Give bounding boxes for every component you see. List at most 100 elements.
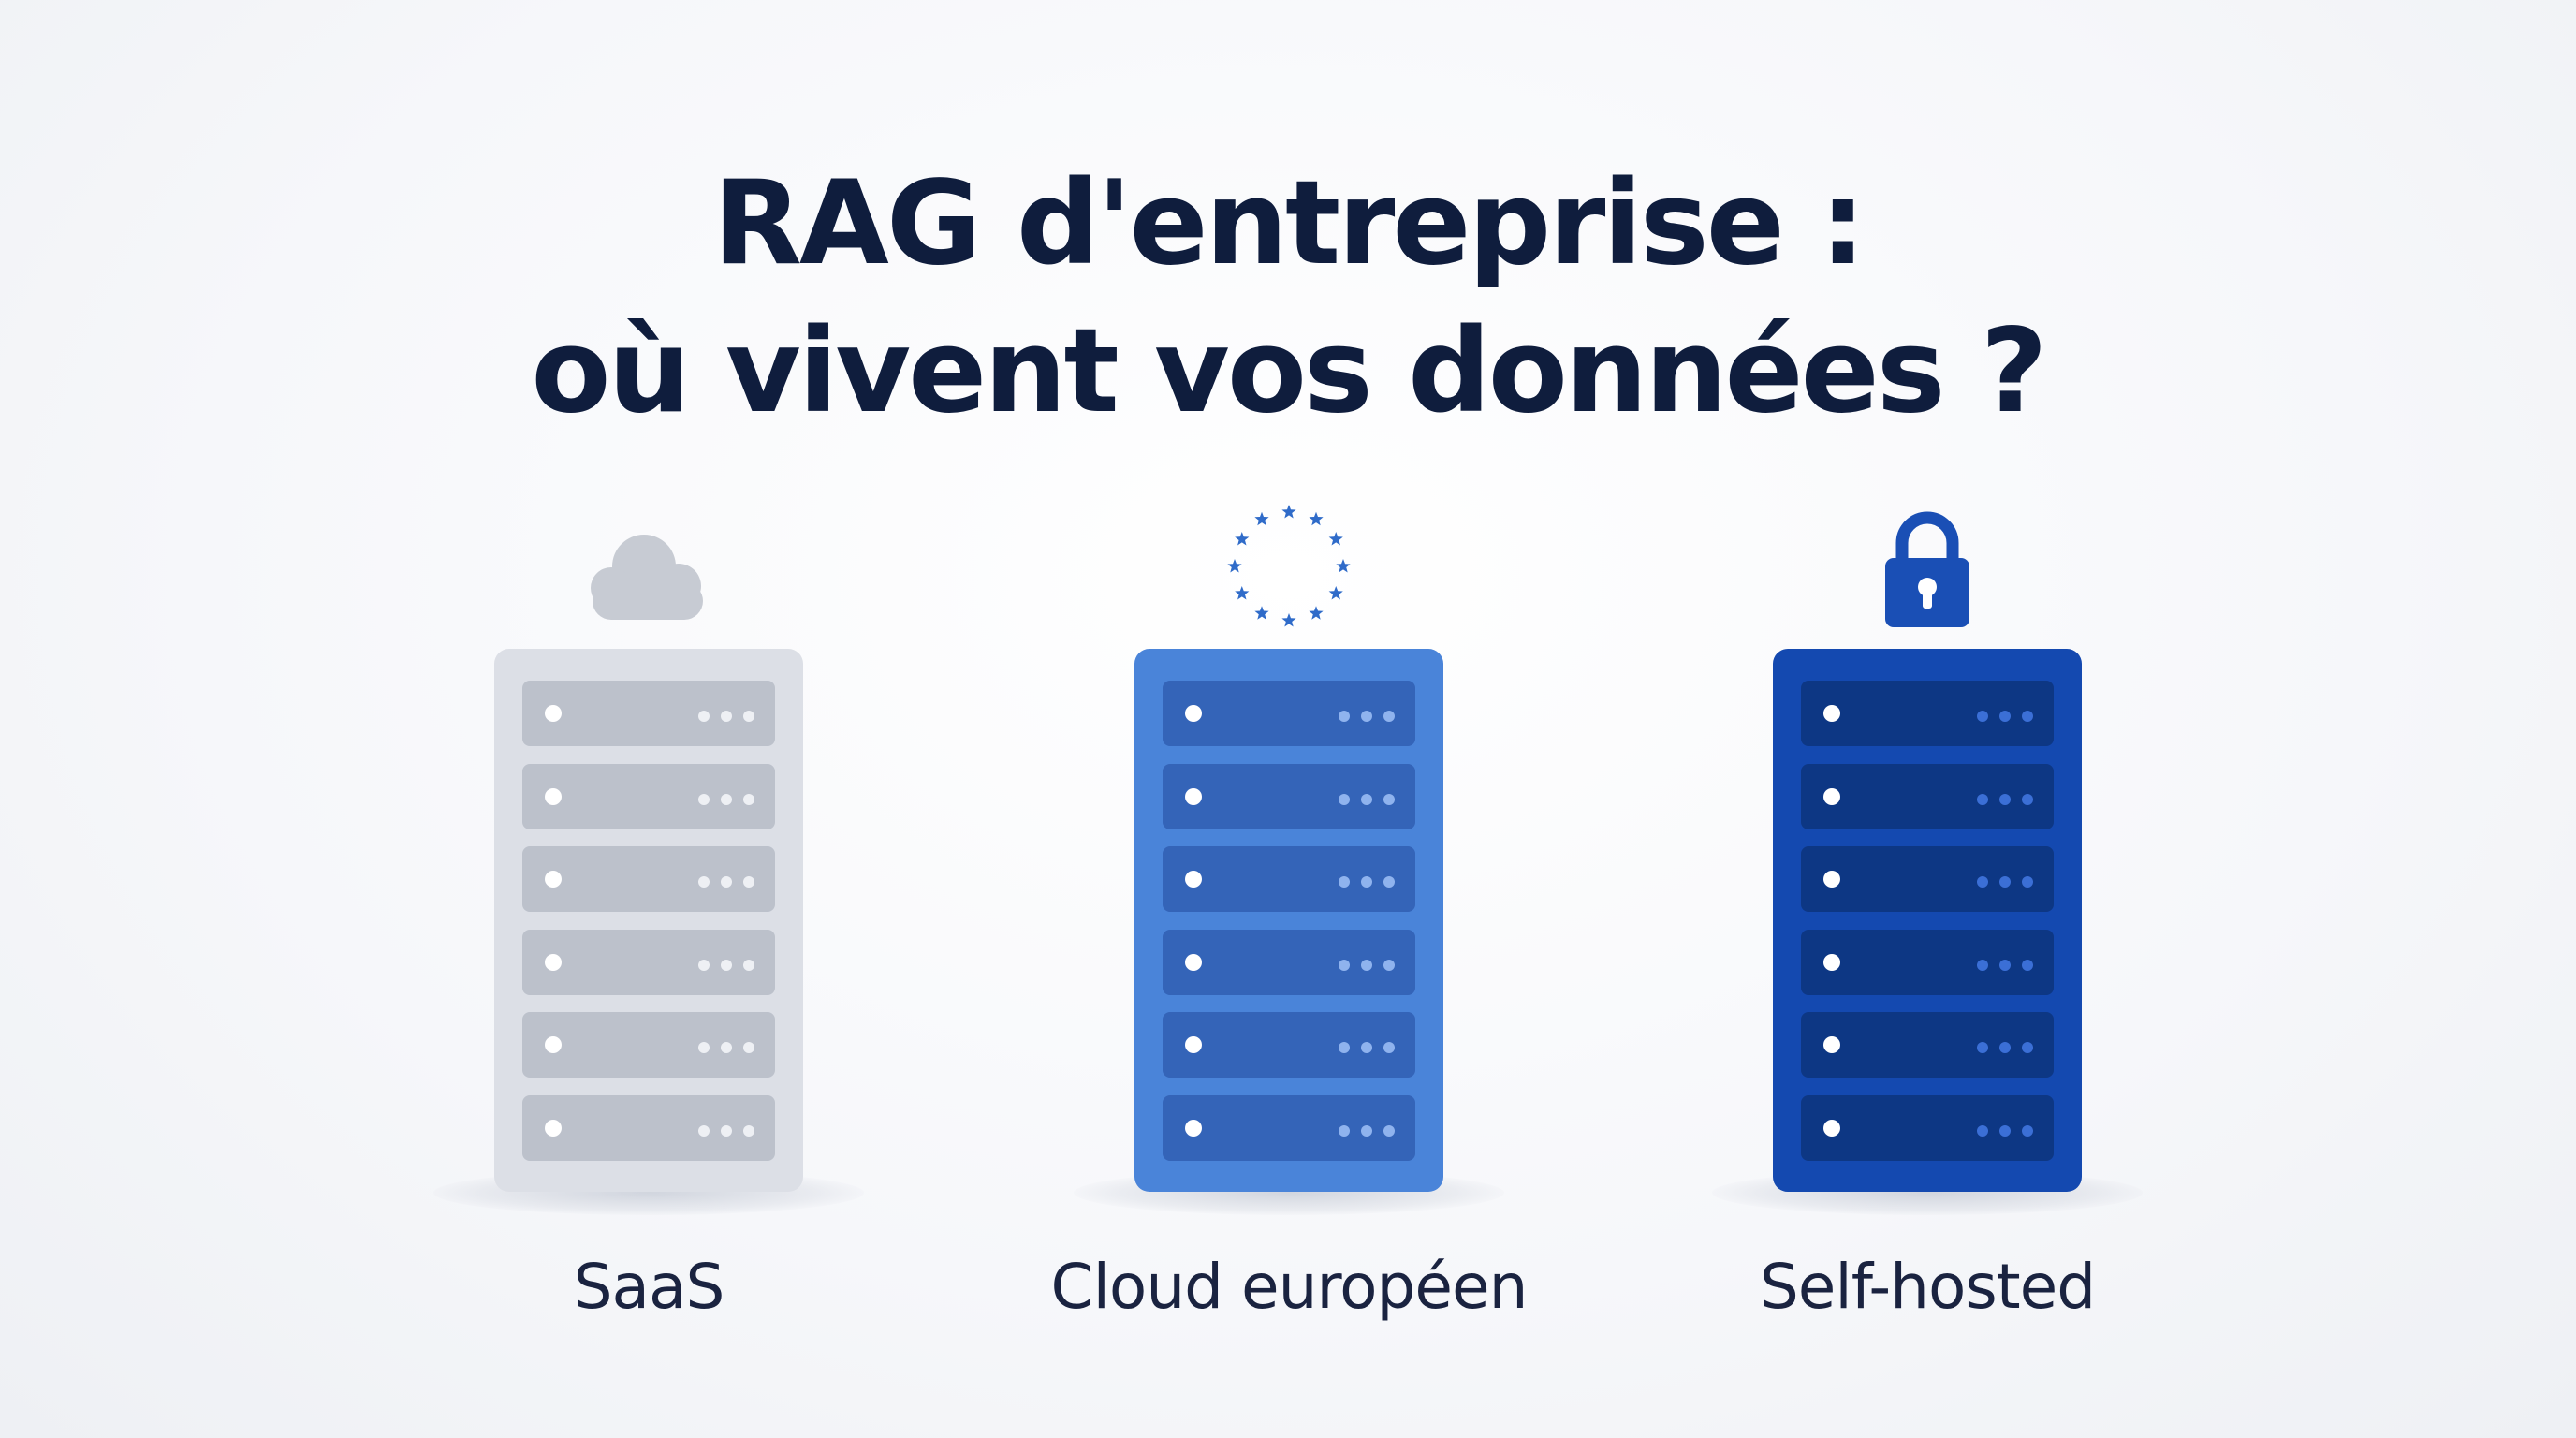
indicator-dot [698,1042,710,1054]
indicator-dots [1327,791,1395,805]
indicator-dot [1383,793,1395,805]
status-led [1823,1120,1840,1137]
status-led [1185,787,1202,805]
indicator-dot [1383,1125,1395,1137]
server-rack-saas [494,649,803,1192]
eu-stars-icon [1027,496,1551,637]
indicator-dot [1361,711,1372,722]
status-led [545,871,562,888]
indicator-dot [1339,959,1350,971]
indicator-dot [698,959,710,971]
indicator-dot [698,793,710,805]
indicator-dot [1977,1125,1988,1137]
server-unit [1163,929,1415,995]
server-rack-self-hosted [1773,649,2082,1192]
status-led [1185,705,1202,722]
indicator-dot [1977,959,1988,971]
server-unit [1163,1012,1415,1078]
indicator-dot [743,793,754,805]
indicator-dot [721,1125,732,1137]
status-led [1823,705,1840,722]
status-led [1823,1036,1840,1054]
indicator-dot [1999,959,2011,971]
server-unit [522,1095,775,1161]
indicator-dot [1977,1042,1988,1054]
indicator-dot [1383,876,1395,888]
cloud-icon [387,496,911,637]
server-unit [1801,846,2054,913]
indicator-dots [687,957,754,971]
indicator-dot [2022,1042,2033,1054]
indicator-dot [721,959,732,971]
eu-star [1309,511,1324,526]
eu-star [1281,505,1296,519]
status-led [545,787,562,805]
indicator-dot [698,711,710,722]
indicator-dots [1966,1039,2033,1054]
server-unit [1163,846,1415,913]
eu-star [1328,586,1343,600]
indicator-dot [698,876,710,888]
indicator-dots [1966,1123,2033,1137]
server-unit [1801,1012,2054,1078]
indicator-dots [687,873,754,888]
indicator-dot [1361,876,1372,888]
status-led [545,1120,562,1137]
indicator-dot [1999,711,2011,722]
indicator-dots [687,708,754,722]
indicator-dot [2022,711,2033,722]
indicator-dot [1339,1125,1350,1137]
eu-star [1328,532,1343,546]
indicator-dot [721,1042,732,1054]
option-label-self-hosted: Self-hosted [1759,1251,2096,1323]
indicator-dots [1327,708,1395,722]
indicator-dots [687,1039,754,1054]
indicator-dot [1383,1042,1395,1054]
page-title: RAG d'entreprise : où vivent vos données… [0,150,2576,446]
status-led [1185,953,1202,971]
indicator-dot [2022,876,2033,888]
indicator-dot [1999,793,2011,805]
eu-star [1235,532,1250,546]
indicator-dot [721,876,732,888]
eu-star [1254,511,1269,526]
indicator-dots [687,1123,754,1137]
status-led [1823,787,1840,805]
server-unit [522,1012,775,1078]
title-line-2: où vivent vos données ? [531,304,2047,439]
option-cloud-europeen: Cloud européen [1027,0,1551,1438]
indicator-dot [2022,1125,2033,1137]
indicator-dot [1383,959,1395,971]
option-label-saas: SaaS [573,1251,725,1323]
indicator-dots [1327,957,1395,971]
option-label-cloud-europeen: Cloud européen [1050,1251,1529,1323]
server-unit [1163,681,1415,746]
status-led [1185,871,1202,888]
indicator-dot [1361,959,1372,971]
eu-star [1336,559,1351,573]
indicator-dot [1361,1125,1372,1137]
server-unit [1801,763,2054,829]
indicator-dot [1339,711,1350,722]
status-led [1185,1036,1202,1054]
indicator-dot [1361,793,1372,805]
indicator-dots [1966,873,2033,888]
status-led [1823,871,1840,888]
indicator-dot [1977,793,1988,805]
indicator-dots [1966,708,2033,722]
indicator-dot [743,1125,754,1137]
indicator-dot [1977,711,1988,722]
indicator-dots [1327,1039,1395,1054]
indicator-dots [687,791,754,805]
indicator-dots [1966,957,2033,971]
indicator-dots [1327,1123,1395,1137]
indicator-dot [1361,1042,1372,1054]
indicator-dot [2022,959,2033,971]
indicator-dot [1999,1125,2011,1137]
eu-star [1309,606,1324,620]
indicator-dot [1999,1042,2011,1054]
server-unit [1163,763,1415,829]
indicator-dot [743,1042,754,1054]
server-unit [1801,681,2054,746]
indicator-dot [743,876,754,888]
